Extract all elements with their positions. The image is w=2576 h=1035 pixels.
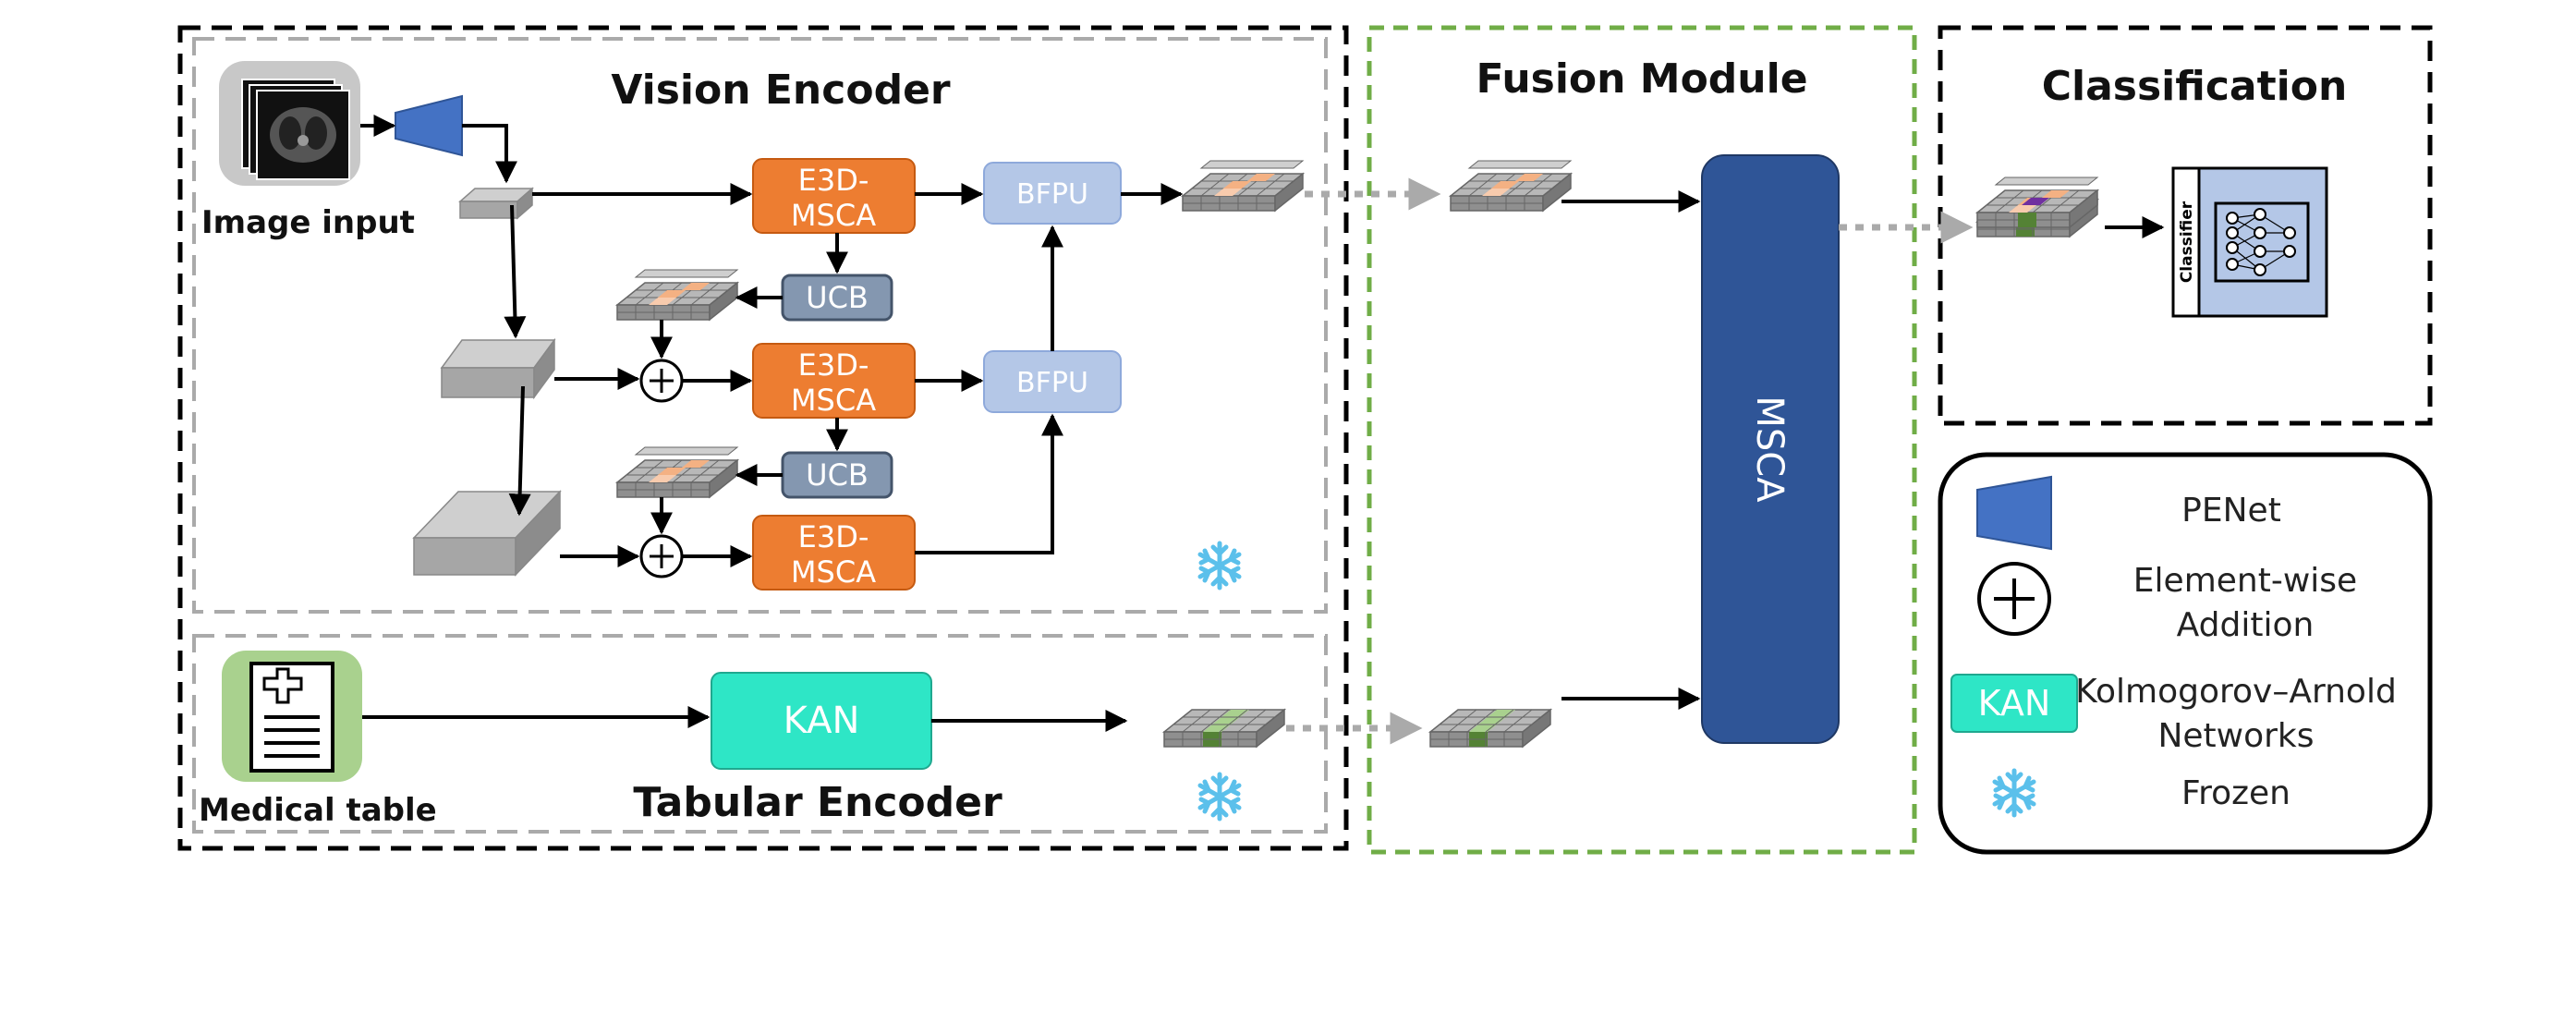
snowflake-icon — [1200, 543, 1239, 588]
tabular-encoder-border — [192, 634, 1328, 834]
feature-grid-icon — [1429, 709, 1551, 748]
msca-fusion-block: MSCA — [1701, 154, 1840, 744]
legend-frozen: Frozen — [2181, 774, 2290, 812]
image-input-label: Image input — [201, 204, 415, 241]
classification-title: Classification — [2042, 63, 2348, 110]
fusion-module-title: Fusion Module — [1476, 55, 1807, 103]
fusion-module-border — [1367, 25, 1917, 855]
encoder-outer-border — [177, 25, 1349, 851]
bfpu-block-2: BFPU — [983, 350, 1122, 413]
legend-penet: PENet — [2181, 492, 2281, 530]
legend-kan-line2: Networks — [2157, 717, 2314, 755]
svg-text:BFPU: BFPU — [1016, 178, 1088, 211]
stacked-feature-grid-icon — [1976, 177, 2098, 237]
neural-network-icon — [2214, 201, 2310, 283]
svg-text:KAN: KAN — [784, 700, 860, 742]
feature-stage-large — [412, 490, 562, 577]
legend-kan-box: KAN — [1950, 674, 2078, 733]
penet-trapezoid-icon — [395, 94, 463, 157]
penet-trapezoid-icon — [1976, 475, 2052, 551]
tabular-encoder-title: Tabular Encoder — [633, 779, 1002, 826]
snowflake-icon — [1200, 774, 1239, 819]
plus-circle-icon — [639, 359, 684, 403]
feature-grid-icon — [1163, 709, 1285, 748]
feature-grid-icon — [1182, 160, 1304, 212]
svg-text:UCB: UCB — [806, 280, 869, 315]
feature-grid-icon — [616, 446, 738, 498]
e3d-msca-block-3: E3D- MSCA — [752, 515, 916, 591]
medical-table-icon — [222, 651, 362, 782]
ct-scan-icon — [219, 61, 360, 186]
plus-circle-icon — [639, 534, 684, 578]
vision-encoder-border — [192, 37, 1328, 614]
kan-block: KAN — [711, 672, 932, 770]
svg-text:BFPU: BFPU — [1016, 367, 1088, 399]
svg-text:KAN: KAN — [1978, 683, 2051, 724]
feature-stage-small — [458, 187, 534, 220]
legend-addition-line2: Addition — [2177, 606, 2315, 644]
svg-text:E3D-: E3D- — [798, 519, 869, 554]
svg-text:MSCA: MSCA — [791, 383, 876, 418]
legend-kan-line1: Kolmogorov–Arnold — [2075, 673, 2397, 711]
feature-grid-icon — [616, 269, 738, 321]
e3d-msca-block-2: E3D- MSCA — [752, 343, 916, 419]
svg-text:MSCA: MSCA — [791, 198, 876, 233]
ucb-block-1: UCB — [781, 274, 893, 322]
medical-table-label: Medical table — [199, 792, 437, 829]
svg-text:E3D-: E3D- — [798, 163, 869, 198]
feature-stage-medium — [440, 337, 556, 400]
bfpu-block-1: BFPU — [983, 162, 1122, 225]
vision-encoder-title: Vision Encoder — [611, 67, 951, 114]
plus-circle-icon — [1977, 562, 2051, 636]
svg-text:MSCA: MSCA — [791, 554, 876, 590]
svg-text:E3D-: E3D- — [798, 347, 869, 383]
feature-grid-icon — [1450, 160, 1572, 212]
svg-text:UCB: UCB — [806, 457, 869, 493]
legend-box — [1938, 452, 2433, 855]
svg-text:Classifier: Classifier — [2178, 201, 2196, 283]
snowflake-icon — [1995, 771, 2034, 815]
legend-addition-line1: Element-wise — [2133, 562, 2357, 600]
classifier-block: Classifier — [2171, 166, 2328, 318]
ucb-block-2: UCB — [781, 451, 893, 499]
e3d-msca-block-1: E3D- MSCA — [752, 158, 916, 234]
svg-text:MSCA: MSCA — [1748, 396, 1791, 503]
